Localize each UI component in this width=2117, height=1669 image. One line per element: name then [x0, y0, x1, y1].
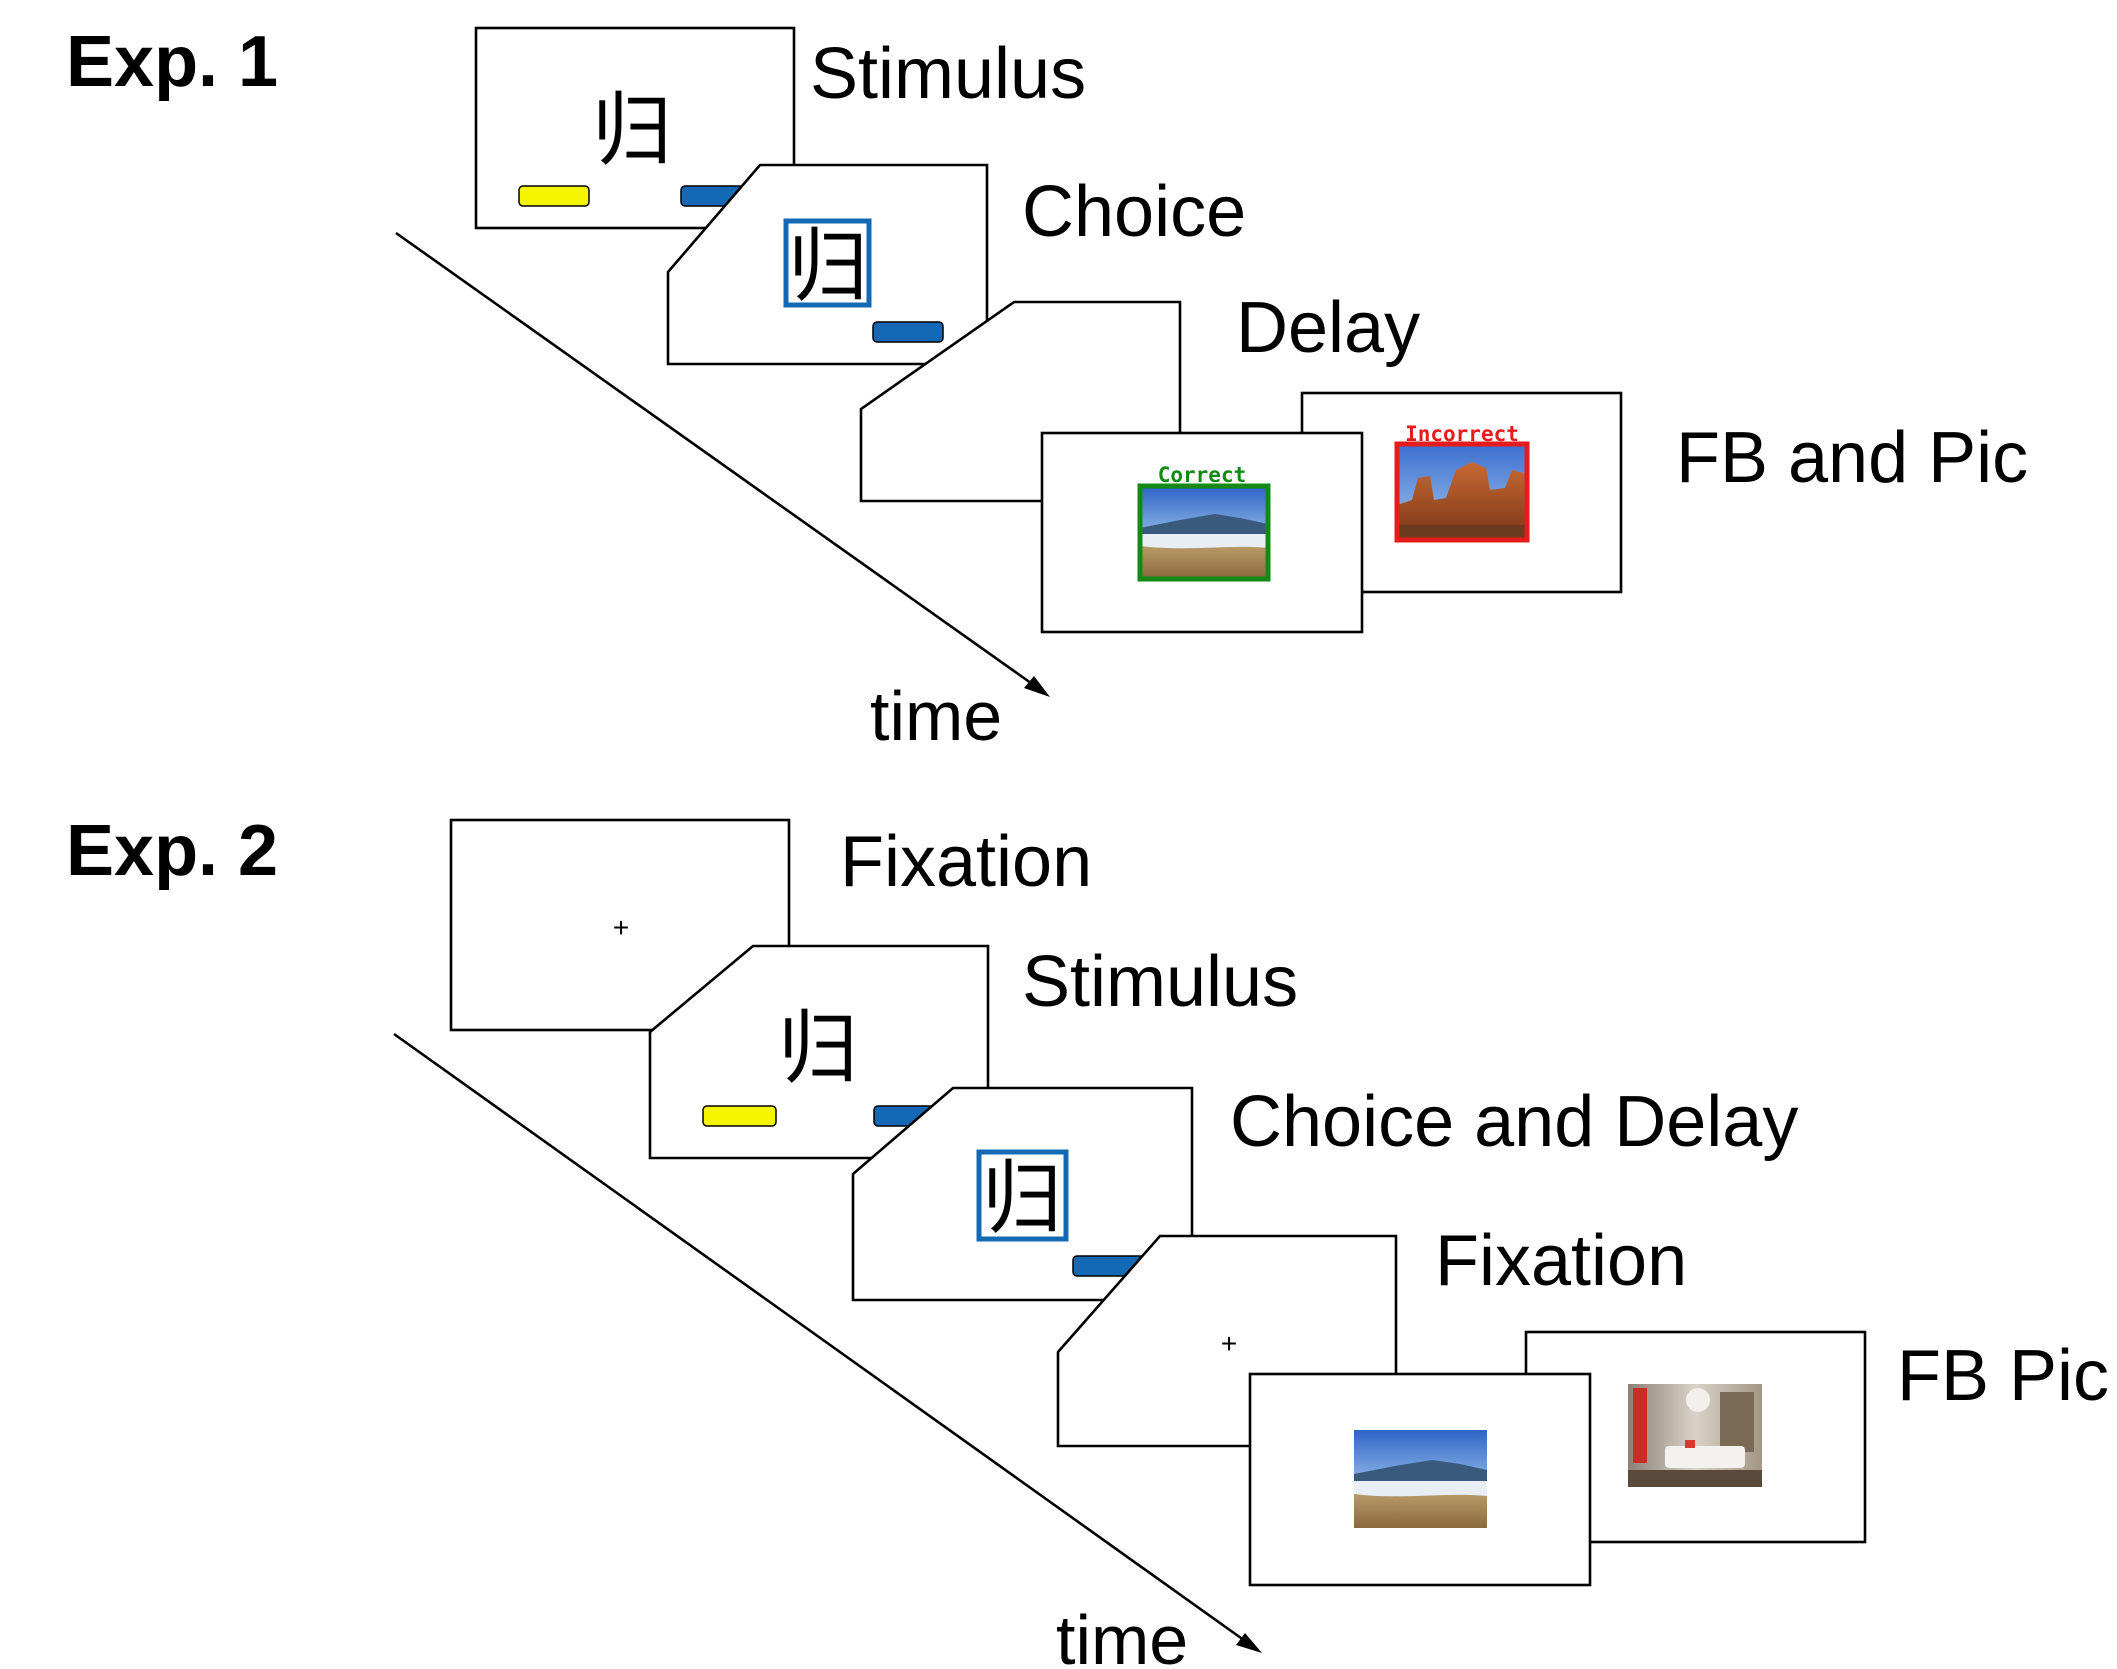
exp2-screen-choice-delay: 归	[851, 1086, 1194, 1302]
yellow-option-bar	[518, 185, 590, 207]
canyon-photo	[1394, 441, 1530, 543]
screen-frame	[851, 1086, 1194, 1302]
screen-frame	[666, 163, 989, 366]
selection-box	[976, 1149, 1069, 1242]
stimulus-character: 归	[982, 1152, 1062, 1245]
screen-frame	[648, 944, 990, 1160]
exp2-stage-label: FB Pic	[1897, 1336, 2109, 1416]
fixation-cross: +	[613, 912, 629, 943]
living-room-photo	[1628, 1384, 1762, 1487]
exp2-stage-label: Choice and Delay	[1230, 1082, 1798, 1162]
exp1-stage-label: FB and Pic	[1676, 418, 2028, 498]
stimulus-character: 归	[592, 84, 672, 177]
beach-photo	[1137, 483, 1271, 582]
arrow-head-icon	[1024, 676, 1050, 697]
exp1-stage-label: Choice	[1022, 172, 1246, 252]
exp1-screen-feedback-correct: Correct	[1040, 431, 1364, 634]
selection-box	[783, 218, 872, 308]
experiment-2: Exp. 2 time + Fixation 归 Stimulus 归 Choi…	[66, 811, 2109, 1669]
beach-photo	[1354, 1430, 1487, 1528]
feedback-correct-text: Correct	[1158, 463, 1247, 487]
exp2-title: Exp. 2	[66, 811, 278, 891]
exp2-stage-label: Fixation	[840, 822, 1092, 902]
stimulus-character: 归	[788, 220, 868, 313]
exp1-time-label: time	[870, 677, 1002, 755]
exp1-stage-label: Delay	[1236, 288, 1420, 368]
blue-option-bar	[872, 321, 944, 343]
stimulus-character: 归	[778, 1002, 858, 1095]
fixation-cross: +	[1221, 1328, 1237, 1359]
exp2-screen-picture-beach	[1248, 1372, 1592, 1587]
exp2-stage-label: Stimulus	[1022, 942, 1298, 1022]
exp2-stage-label: Fixation	[1435, 1221, 1687, 1301]
exp1-screen-choice: 归	[666, 163, 989, 366]
experiment-1: Exp. 1 time 归 Stimulus 归 Choice Delay	[66, 22, 2028, 755]
exp2-time-axis	[393, 1032, 1256, 1650]
arrow-head-icon	[1236, 1633, 1262, 1653]
yellow-option-bar	[702, 1105, 777, 1127]
exp2-time-label: time	[1056, 1601, 1188, 1669]
exp1-time-axis	[395, 231, 1046, 695]
exp1-stage-label: Stimulus	[810, 34, 1086, 114]
exp1-title: Exp. 1	[66, 22, 278, 102]
